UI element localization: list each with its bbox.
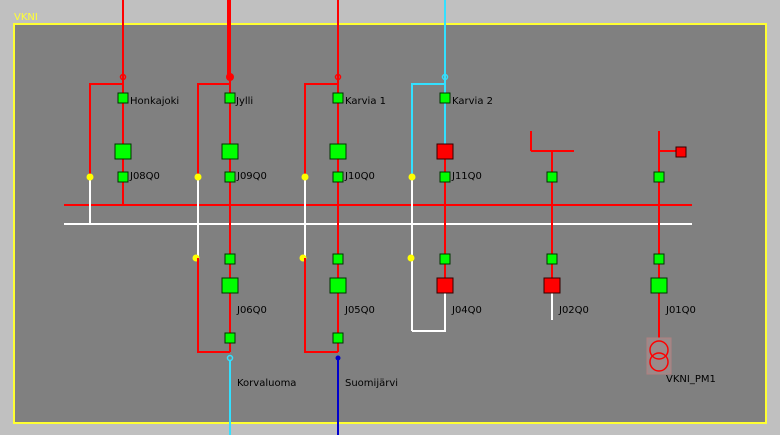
bypass-connection (197, 83, 230, 177)
breaker-label: J05Q0 (344, 305, 375, 316)
junction-dot (86, 173, 94, 181)
bay-conductor-deenergized (412, 286, 446, 332)
transformer-label: VKNI_PM1 (666, 374, 716, 385)
transformer-icon[interactable] (646, 337, 672, 375)
bus-disconnector[interactable] (546, 171, 558, 183)
breaker-label: J10Q0 (344, 171, 375, 182)
bypass-connection (89, 83, 123, 177)
bus-disconnector[interactable] (332, 171, 344, 183)
breaker-label: J01Q0 (665, 305, 696, 316)
feeder-label: Honkajoki (130, 96, 179, 107)
line-disconnector[interactable] (224, 332, 236, 344)
bay-karvia2: Karvia 2 J11Q0 J04Q0 (407, 0, 493, 332)
breaker[interactable] (329, 277, 347, 294)
breaker-label: J04Q0 (451, 305, 482, 316)
bus-disconnector[interactable] (653, 171, 665, 183)
bus-disconnector[interactable] (546, 253, 558, 265)
bus-disconnector[interactable] (439, 171, 451, 183)
breaker-label: J11Q0 (451, 171, 482, 182)
bay-jylli: Jylli J09Q0 J06Q0 Korvaluoma (192, 0, 296, 435)
bus-disconnector[interactable] (653, 253, 665, 265)
bypass-connection (304, 258, 338, 353)
line-disconnector[interactable] (117, 92, 129, 104)
breaker[interactable] (114, 143, 132, 160)
bus-disconnector[interactable] (439, 253, 451, 265)
line-node (226, 354, 234, 362)
bus-disconnector[interactable] (224, 253, 236, 265)
line-disconnector[interactable] (224, 92, 236, 104)
station-name: VKNI (14, 12, 38, 23)
breaker-label: J06Q0 (236, 305, 267, 316)
feeder-label: Karvia 2 (452, 96, 493, 107)
feeder-label: Jylli (235, 96, 253, 107)
bay-honkajoki: Honkajoki J08Q0 (86, 0, 179, 224)
breaker[interactable] (221, 277, 239, 294)
breaker-label: J02Q0 (558, 305, 589, 316)
breaker[interactable] (543, 277, 561, 294)
breaker[interactable] (436, 277, 454, 294)
line-disconnector[interactable] (332, 92, 344, 104)
bypass-connection (411, 83, 445, 177)
line-disconnector[interactable] (439, 92, 451, 104)
bypass-connection (197, 258, 230, 353)
bus-disconnector[interactable] (117, 171, 129, 183)
junction-dot (408, 173, 416, 181)
feeder-label: Karvia 1 (345, 96, 386, 107)
junction-dot (407, 254, 415, 262)
bus-disconnector[interactable] (224, 171, 236, 183)
breaker[interactable] (329, 143, 347, 160)
breaker[interactable] (221, 143, 239, 160)
breaker-label: J09Q0 (236, 171, 267, 182)
bay-j02: J02Q0 (530, 131, 589, 320)
junction-dot (194, 173, 202, 181)
earthing-switch[interactable] (675, 146, 687, 158)
feeder-label: Korvaluoma (237, 378, 296, 389)
bus-disconnector[interactable] (332, 253, 344, 265)
feeder-label: Suomijärvi (345, 378, 398, 389)
breaker[interactable] (436, 143, 454, 160)
bypass-connection (304, 83, 338, 177)
bay-karvia1: Karvia 1 J10Q0 J05Q0 Suomijärvi (299, 0, 398, 435)
line-disconnector[interactable] (332, 332, 344, 344)
breaker[interactable] (650, 277, 668, 294)
breaker-label: J08Q0 (129, 171, 160, 182)
junction-dot (301, 173, 309, 181)
bay-j01: J01Q0 VKNI_PM1 (646, 131, 716, 385)
